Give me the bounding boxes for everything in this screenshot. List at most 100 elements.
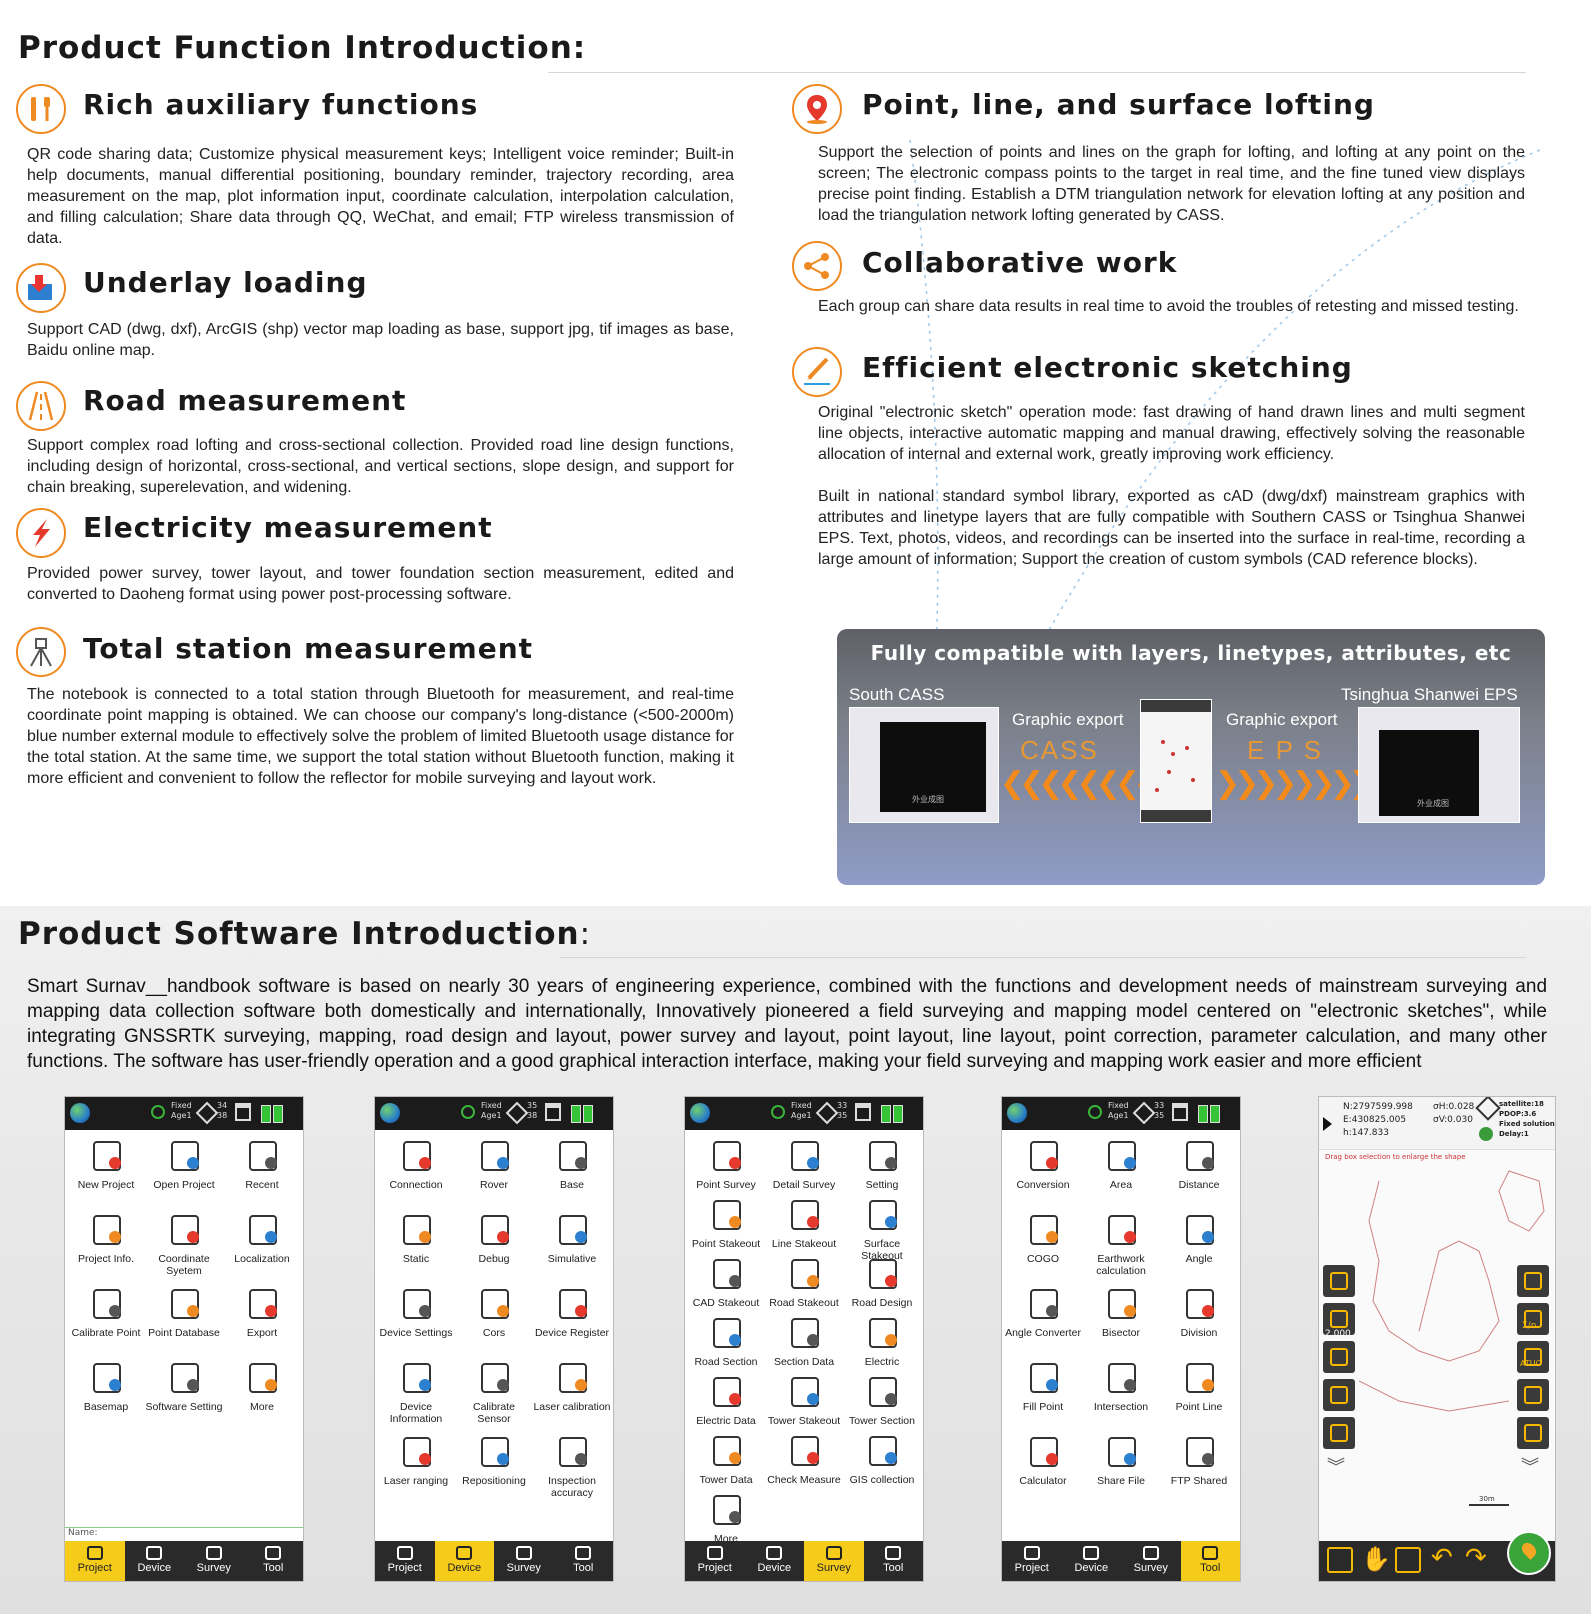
menu-item[interactable]: Device Information (377, 1359, 455, 1425)
tab-device[interactable]: Device (434, 1541, 494, 1581)
menu-item-icon (87, 1137, 125, 1175)
menu-item[interactable]: Localization (223, 1211, 301, 1265)
menu-item[interactable]: Share File (1082, 1433, 1160, 1487)
map-tool-button-1[interactable] (1323, 1265, 1355, 1297)
menu-item[interactable]: Base (533, 1137, 611, 1191)
menu-item[interactable]: Inspection accuracy (533, 1433, 611, 1499)
map-pin-button[interactable] (1517, 1379, 1549, 1411)
tab-survey[interactable]: Survey (804, 1541, 864, 1581)
map-sum-button[interactable] (1517, 1303, 1549, 1335)
menu-item[interactable]: Road Stakeout (765, 1255, 843, 1309)
undo-icon[interactable]: ↶ (1431, 1543, 1453, 1573)
menu-item[interactable]: Conversion (1004, 1137, 1082, 1191)
menu-item[interactable]: Simulative (533, 1211, 611, 1265)
tab-device[interactable]: Device (745, 1541, 805, 1581)
tab-project[interactable]: Project (1002, 1541, 1062, 1581)
menu-item[interactable]: Calculator (1004, 1433, 1082, 1487)
collapse-down-icon[interactable]: ︾ (1327, 1457, 1345, 1478)
map-auto-button[interactable] (1517, 1341, 1549, 1373)
menu-item[interactable]: Coordinate Syetem (145, 1211, 223, 1277)
menu-item[interactable]: Cors (455, 1285, 533, 1339)
menu-item[interactable]: Calibrate Sensor (455, 1359, 533, 1425)
map-tool-button-6[interactable] (1517, 1265, 1549, 1297)
menu-item[interactable]: Setting (843, 1137, 921, 1191)
menu-item[interactable]: Angle Converter (1004, 1285, 1082, 1339)
menu-item[interactable]: Intersection (1082, 1359, 1160, 1413)
menu-item[interactable]: GIS collection (843, 1432, 921, 1486)
menu-item[interactable]: Tower Data (687, 1432, 765, 1486)
map-tool-button-3[interactable] (1323, 1341, 1355, 1373)
menu-item[interactable]: Earthwork calculation (1082, 1211, 1160, 1277)
collapse-down-icon[interactable]: ︾ (1521, 1457, 1539, 1478)
menu-item[interactable]: Surface Stakeout (843, 1196, 921, 1262)
menu-item[interactable]: Area (1082, 1137, 1160, 1191)
tab-project[interactable]: Project (375, 1541, 435, 1581)
menu-item[interactable]: FTP Shared (1160, 1433, 1238, 1487)
menu-item[interactable]: Device Register (533, 1285, 611, 1339)
name-field[interactable]: Name: (65, 1527, 303, 1541)
menu-item[interactable]: COGO (1004, 1211, 1082, 1265)
menu-item[interactable]: Electric Data (687, 1373, 765, 1427)
menu-item[interactable]: Check Measure (765, 1432, 843, 1486)
menu-item[interactable]: Point Survey (687, 1137, 765, 1191)
menu-item[interactable]: Detail Survey (765, 1137, 843, 1191)
tab-tool[interactable]: Tool (554, 1541, 614, 1581)
redo-icon[interactable]: ↷ (1465, 1543, 1487, 1573)
menu-item[interactable]: Bisector (1082, 1285, 1160, 1339)
hand-icon[interactable]: ✋ (1361, 1545, 1391, 1573)
menu-item[interactable]: Point Line (1160, 1359, 1238, 1413)
menu-item[interactable]: Electric (843, 1314, 921, 1368)
menu-item[interactable]: Point Database (145, 1285, 223, 1339)
tab-tool[interactable]: Tool (864, 1541, 924, 1581)
menu-item[interactable]: Calibrate Point (67, 1285, 145, 1339)
menu-item[interactable]: Distance (1160, 1137, 1238, 1191)
menu-item[interactable]: Project Info. (67, 1211, 145, 1265)
menu-item[interactable]: More (223, 1359, 301, 1413)
menu-item-label: Bisector (1102, 1327, 1140, 1339)
menu-item[interactable]: Connection (377, 1137, 455, 1191)
menu-item[interactable]: Road Design (843, 1255, 921, 1309)
menu-item[interactable]: Static (377, 1211, 455, 1265)
tab-survey[interactable]: Survey (1121, 1541, 1181, 1581)
menu-item[interactable]: Rover (455, 1137, 533, 1191)
menu-item-icon (553, 1359, 591, 1397)
menu-item[interactable]: Tower Stakeout (765, 1373, 843, 1427)
menu-item[interactable]: Laser ranging (377, 1433, 455, 1487)
menu-item[interactable]: Software Setting (145, 1359, 223, 1413)
map-tool-button-2[interactable] (1323, 1303, 1355, 1335)
menu-item[interactable]: More (687, 1491, 765, 1545)
menu-item[interactable]: Point Stakeout (687, 1196, 765, 1250)
menu-item[interactable]: Fill Point (1004, 1359, 1082, 1413)
menu-item[interactable]: CAD Stakeout (687, 1255, 765, 1309)
tab-survey[interactable]: Survey (494, 1541, 554, 1581)
map-tool-button-5[interactable] (1323, 1417, 1355, 1449)
tab-tool[interactable]: Tool (1180, 1541, 1240, 1581)
edit-icon[interactable] (1327, 1547, 1353, 1573)
locate-button[interactable] (1507, 1531, 1551, 1575)
menu-item[interactable]: Device Settings (377, 1285, 455, 1339)
tab-project[interactable]: Project (65, 1541, 125, 1581)
menu-item[interactable]: Debug (455, 1211, 533, 1265)
menu-item[interactable]: Road Section (687, 1314, 765, 1368)
menu-item[interactable]: Division (1160, 1285, 1238, 1339)
map-tool-button-4[interactable] (1323, 1379, 1355, 1411)
menu-item[interactable]: Basemap (67, 1359, 145, 1413)
menu-item[interactable]: Recent (223, 1137, 301, 1191)
select-icon[interactable] (1395, 1547, 1421, 1573)
menu-item[interactable]: Laser calibration (533, 1359, 611, 1413)
tab-tool[interactable]: Tool (244, 1541, 304, 1581)
menu-item[interactable]: Section Data (765, 1314, 843, 1368)
tab-device[interactable]: Device (125, 1541, 185, 1581)
menu-item[interactable]: Tower Section (843, 1373, 921, 1427)
menu-item[interactable]: New Project (67, 1137, 145, 1191)
tab-survey[interactable]: Survey (184, 1541, 244, 1581)
menu-item[interactable]: Open Project (145, 1137, 223, 1191)
tab-device[interactable]: Device (1062, 1541, 1122, 1581)
battery-icon (583, 1105, 593, 1123)
menu-item[interactable]: Repositioning (455, 1433, 533, 1487)
menu-item[interactable]: Export (223, 1285, 301, 1339)
menu-item[interactable]: Angle (1160, 1211, 1238, 1265)
map-pin-button-2[interactable] (1517, 1417, 1549, 1449)
menu-item[interactable]: Line Stakeout (765, 1196, 843, 1250)
tab-project[interactable]: Project (685, 1541, 745, 1581)
